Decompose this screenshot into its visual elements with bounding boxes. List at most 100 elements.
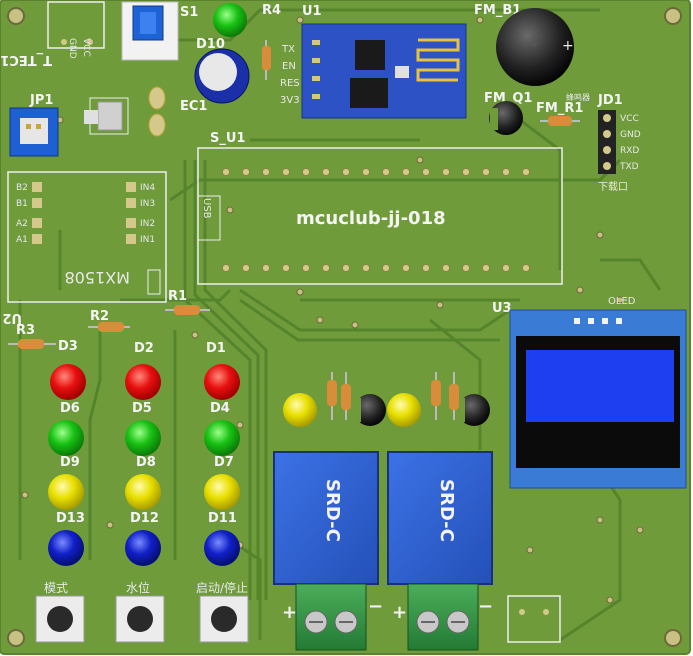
tec1-gnd-label: GND xyxy=(67,38,77,59)
ec1-ref: EC1 xyxy=(180,99,207,114)
terminal-block-left: + − xyxy=(282,583,383,651)
sensor-connector-outline xyxy=(507,595,561,643)
led-d7-yellow xyxy=(204,474,240,510)
relay-left-label: SRD-C xyxy=(322,479,343,542)
connector-jp1: JP1 xyxy=(9,93,59,157)
buzzer-plus: + xyxy=(562,38,574,54)
led-d5-green xyxy=(125,420,161,456)
mx-in3-label: IN3 xyxy=(140,199,155,209)
mcu-socket-s-u1: S_U1 USB mcuclub-jj-018 xyxy=(197,131,563,285)
relay-left: SRD-C xyxy=(273,451,379,585)
d10-ref: D10 xyxy=(196,37,225,52)
tec1-vcc-label: VCC xyxy=(81,38,91,57)
s1-ref: S1 xyxy=(180,5,198,20)
tec1-connector: GND VCC T_TEC1 xyxy=(0,1,105,67)
led-d2-red xyxy=(125,364,161,400)
u1-ref: U1 xyxy=(302,4,322,19)
button-mode[interactable]: 模式 xyxy=(35,581,85,643)
buzzer-label: 蜂鸣器 xyxy=(566,92,590,102)
relay-driver-parts xyxy=(283,372,490,427)
fm-r1-ref: FM_R1 xyxy=(536,101,583,116)
buzzer-fm-b1: FM_B1 + xyxy=(474,3,574,86)
mounting-holes xyxy=(7,7,682,647)
connector-jd1: JD1 VCC GND RXD TXD 下载口 xyxy=(597,93,641,193)
button-mode-label: 模式 xyxy=(44,581,68,595)
mcu-bottom-pins xyxy=(222,264,530,272)
copper-traces xyxy=(18,8,662,642)
s-u1-ref: S_U1 xyxy=(210,131,245,146)
led-d1-red xyxy=(204,364,240,400)
d1-ref: D1 xyxy=(206,341,226,356)
led-array: D3 D2 D1 D6 D5 D4 D9 D8 D7 D13 D12 D11 xyxy=(48,339,240,566)
wifi-module-u1: U1 TX EN RES 3V3 xyxy=(280,4,467,119)
led-power-green xyxy=(213,3,247,37)
mx-b1-label: B1 xyxy=(16,199,28,209)
d2-ref: D2 xyxy=(134,341,154,356)
led-d12-blue xyxy=(125,530,161,566)
relay-right: SRD-C xyxy=(387,451,493,585)
button-water-level-label: 水位 xyxy=(126,580,150,595)
d11-ref: D11 xyxy=(208,511,237,526)
button-water-level[interactable]: 水位 xyxy=(115,580,165,643)
fm-b1-ref: FM_B1 xyxy=(474,3,521,18)
d13-ref: D13 xyxy=(56,511,85,526)
u2-ref: U2 xyxy=(2,310,22,325)
d9-ref: D9 xyxy=(60,455,80,470)
u1-res-label: RES xyxy=(280,78,300,89)
board-title: mcuclub-jj-018 xyxy=(296,208,446,229)
mx-a2-label: A2 xyxy=(16,219,28,229)
oled-display-u3: U3 OLED xyxy=(492,296,687,489)
mx-in4-label: IN4 xyxy=(140,183,155,193)
d7-ref: D7 xyxy=(214,455,234,470)
resistor-r3: R3 xyxy=(8,323,56,349)
transistor-fm-q1: FM_Q1 xyxy=(484,91,532,135)
led-d9-yellow xyxy=(48,474,84,510)
mcu-top-pins xyxy=(222,168,530,176)
resistor-r1: R1 xyxy=(165,289,210,315)
led-d8-yellow xyxy=(125,474,161,510)
terminal-right-minus: − xyxy=(478,596,493,617)
d3-ref: D3 xyxy=(58,339,78,354)
jd1-rxd-label: RXD xyxy=(620,146,639,156)
resistor-fm-r1: FM_R1 蜂鸣器 xyxy=(536,92,590,126)
d6-ref: D6 xyxy=(60,401,80,416)
terminal-left-plus: + xyxy=(282,602,297,623)
jd1-txd-label: TXD xyxy=(619,162,639,172)
vias xyxy=(21,16,644,604)
led-d3-red xyxy=(50,364,86,400)
led-d11-blue xyxy=(204,530,240,566)
terminal-left-minus: − xyxy=(368,596,383,617)
jd1-vcc-label: VCC xyxy=(620,114,639,124)
d8-ref: D8 xyxy=(136,455,156,470)
mx-name-label: MX1508 xyxy=(65,268,130,287)
u1-3v3-label: 3V3 xyxy=(280,95,300,106)
r3-ref: R3 xyxy=(16,323,35,338)
jd1-caption: 下载口 xyxy=(598,181,628,193)
d12-ref: D12 xyxy=(130,511,159,526)
power-switch-s1[interactable]: S1 xyxy=(121,1,198,61)
mx-in2-label: IN2 xyxy=(140,219,155,229)
r4-ref: R4 xyxy=(262,3,281,18)
led-d6-green xyxy=(48,420,84,456)
usb-label: USB xyxy=(201,198,212,219)
jd1-gnd-label: GND xyxy=(620,130,641,140)
jp1-ref: JP1 xyxy=(29,93,53,108)
u3-ref: U3 xyxy=(492,301,512,316)
motor-driver-mx1508: B2 B1 A2 A1 IN4 IN3 IN2 IN1 MX1508 xyxy=(7,171,167,303)
resistor-r4 xyxy=(262,40,271,80)
mx-a1-label: A1 xyxy=(16,235,28,245)
d4-ref: D4 xyxy=(210,401,230,416)
button-start-stop-label: 启动/停止 xyxy=(196,580,248,595)
d5-ref: D5 xyxy=(132,401,152,416)
tec1-ref: T_TEC1 xyxy=(0,52,52,67)
fm-q1-ref: FM_Q1 xyxy=(484,91,532,106)
voltage-regulator xyxy=(84,86,166,137)
relay-right-label: SRD-C xyxy=(436,479,457,542)
button-start-stop[interactable]: 启动/停止 xyxy=(196,580,249,643)
resistor-r2: R2 xyxy=(88,309,130,332)
led-d13-blue xyxy=(48,530,84,566)
terminal-block-right: + − xyxy=(392,583,493,651)
mx-in1-label: IN1 xyxy=(140,235,155,245)
